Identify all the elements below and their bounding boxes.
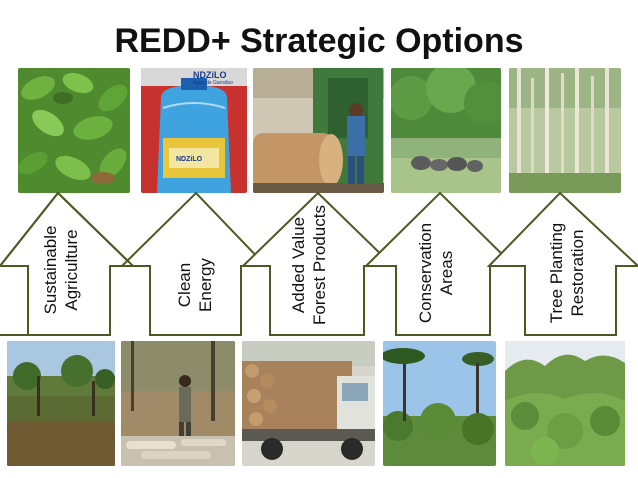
slide-title: REDD+ Strategic Options (114, 22, 524, 60)
arrow-label-clean-energy: Clean Energy (165, 225, 225, 345)
elephants-photo (391, 68, 501, 193)
arrow-label-line1: Sustainable (41, 225, 60, 315)
arrow-label-line1: Tree Planting (547, 222, 566, 324)
arrow-label-line2: Forest Products (310, 205, 329, 325)
arrow-shape-1-inner (28, 266, 110, 335)
arrow-label-line2: Energy (196, 258, 215, 312)
plantation-photo (509, 68, 621, 193)
arrow-label-conservation-areas: Conservation Areas (406, 213, 466, 333)
arrow-label-line1: Added Value (289, 216, 308, 314)
arrow-label-line2: Restoration (568, 229, 587, 317)
savanna-trees-photo (383, 341, 496, 466)
sawmill-photo (253, 68, 384, 193)
firewood-photo (121, 341, 235, 466)
brand-subtext: Agua de Garrafao (193, 80, 233, 86)
arrow-label-line1: Clean (175, 262, 194, 308)
arrow-shape-4 (363, 191, 517, 336)
arrow-shape-5 (486, 191, 638, 336)
arrow-label-added-value-forest-products: Added Value Forest Products (279, 205, 339, 325)
arrow-label-tree-planting-restoration: Tree Planting Restoration (537, 213, 597, 333)
arrow-shape-1-outline (0, 191, 136, 336)
arrow-shape-3 (240, 191, 396, 336)
bean-crop-photo (18, 68, 130, 193)
arrow-label-line2: Agriculture (62, 229, 81, 311)
cleared-field-photo (7, 341, 115, 466)
bottle-label-text: NDZiLO (176, 156, 203, 163)
arrow-label-sustainable-agriculture: Sustainable Agriculture (31, 210, 91, 330)
water-bottle-photo: NDZiLO Agua de Garrafao NDZiLO (141, 68, 247, 193)
arrow-label-line2: Areas (437, 250, 456, 296)
timber-truck-photo (242, 341, 375, 466)
arrow-shape-2 (119, 191, 269, 336)
arrow-label-line1: Conservation (416, 222, 435, 324)
restored-forest-photo (505, 341, 625, 466)
brand-text: NDZiLO (193, 70, 227, 80)
